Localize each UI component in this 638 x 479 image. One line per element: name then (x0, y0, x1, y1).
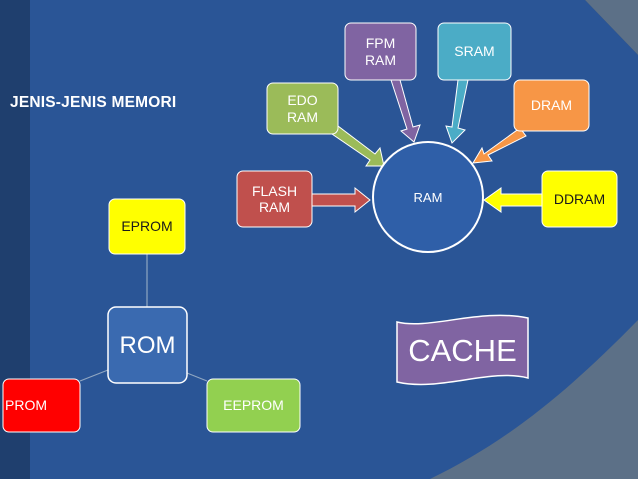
fpm-ram-box (344, 22, 417, 81)
arrow-flash-ram (311, 186, 371, 214)
fpm-ram-label: FPM RAM (364, 35, 397, 68)
arrow-ddram (483, 187, 543, 213)
prom-box (2, 378, 81, 433)
ram-circle (372, 141, 484, 253)
corner-accent-bottom-right (430, 320, 638, 479)
rom-label: ROM (119, 332, 176, 360)
edo-ram-label: EDO RAM (286, 92, 319, 125)
eprom-box (108, 198, 186, 255)
arrow-edo-ram (331, 125, 385, 167)
page-title: JENIS-JENIS MEMORI (10, 94, 177, 111)
arrow-sram (445, 79, 469, 144)
connector-rom-eeprom (186, 372, 208, 382)
cache-label: CACHE (408, 333, 517, 369)
eprom-label: EPROM (121, 218, 173, 235)
dram-box (513, 79, 590, 132)
rom-box (107, 306, 188, 384)
dram-label: DRAM (530, 97, 573, 114)
ram-connector-arrows (311, 79, 543, 214)
connector-rom-prom (79, 369, 109, 382)
rom-connectors (79, 254, 208, 382)
sram-box (437, 22, 512, 81)
corner-accent-top-right (585, 0, 638, 55)
flash-ram-box (236, 170, 313, 228)
ddram-box (541, 170, 618, 228)
eeprom-label: EEPROM (223, 397, 284, 414)
cache-shape (396, 314, 529, 386)
sram-label: SRAM (454, 43, 495, 60)
arrow-dram (472, 127, 527, 164)
edo-ram-box (266, 82, 339, 135)
flash-ram-label: FLASH RAM (251, 182, 298, 215)
arrow-fpm-ram (390, 79, 421, 143)
ram-label: RAM (413, 189, 443, 205)
prom-label: PROM (5, 397, 47, 414)
ddram-label: DDRAM (553, 190, 606, 207)
eeprom-box (206, 378, 301, 433)
